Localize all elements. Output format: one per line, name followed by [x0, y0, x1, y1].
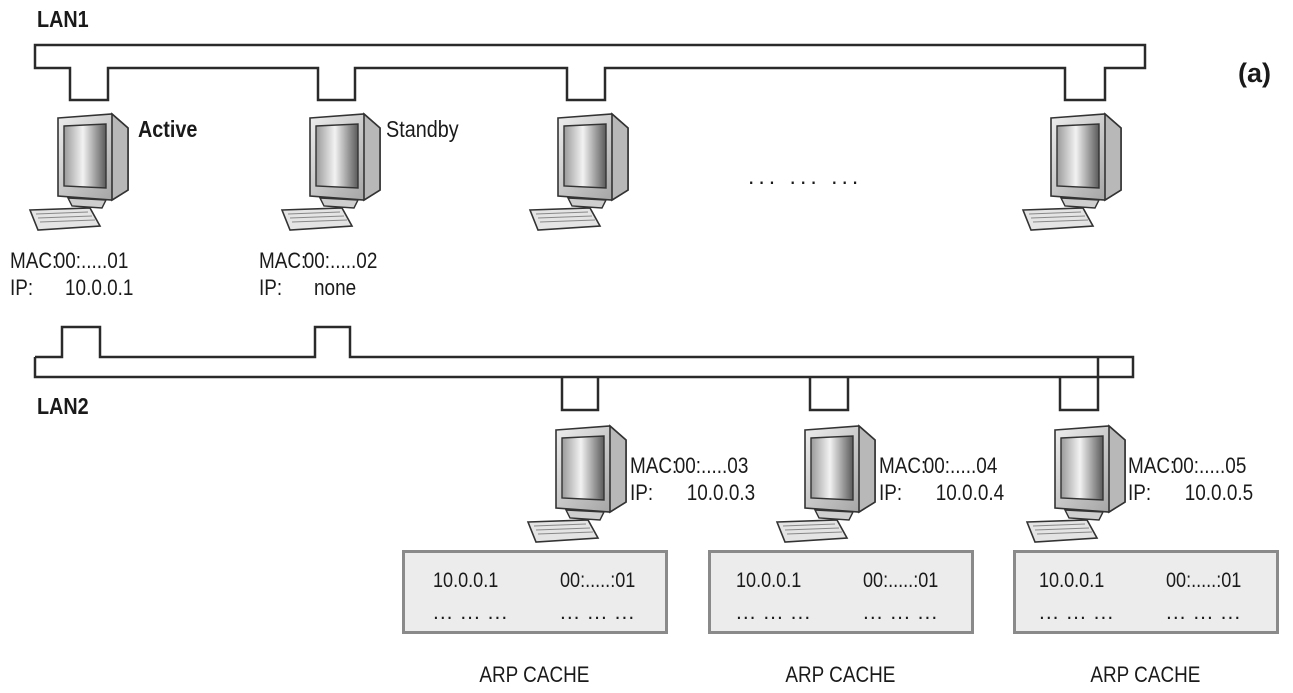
computer-icon — [1013, 112, 1133, 232]
arp-cache-caption: ARP CACHE — [726, 662, 955, 688]
arp-ip: 10.0.0.1 — [736, 569, 801, 593]
host-address-5: MAC:00:.....05 IP:10.0.0.5 — [1128, 452, 1253, 506]
panel-label: (a) — [1238, 60, 1271, 87]
host-address-standby: MAC:00:.....02 IP:none — [259, 247, 377, 301]
ip-key: IP: — [630, 479, 675, 506]
mac-key: MAC: — [630, 452, 675, 479]
arp-cache-caption: ARP CACHE — [1031, 662, 1260, 688]
arp-mac: 00:.....:01 — [1166, 569, 1241, 593]
computer-icon — [520, 112, 640, 232]
arp-cache-table: 10.0.0.1 00:.....:01 ... ... ... ... ...… — [1013, 550, 1279, 634]
arp-more-ip: ... ... ... — [1039, 601, 1114, 625]
host-address-4: MAC:00:.....04 IP:10.0.0.4 — [879, 452, 1004, 506]
arp-more-ip: ... ... ... — [736, 601, 811, 625]
arp-cache-table: 10.0.0.1 00:.....:01 ... ... ... ... ...… — [402, 550, 668, 634]
mac-value: 00:.....05 — [1173, 452, 1247, 479]
arp-more-ip: ... ... ... — [433, 601, 508, 625]
ip-value: none — [304, 274, 356, 301]
arp-more-mac: ... ... ... — [1166, 601, 1241, 625]
ip-key: IP: — [10, 274, 55, 301]
mac-value: 00:.....03 — [675, 452, 749, 479]
mac-key: MAC: — [1128, 452, 1173, 479]
arp-mac: 00:.....:01 — [560, 569, 635, 593]
computer-icon — [272, 112, 392, 232]
arp-ip: 10.0.0.1 — [433, 569, 498, 593]
ip-key: IP: — [879, 479, 924, 506]
standby-label: Standby — [386, 118, 459, 141]
mac-value: 00:.....01 — [55, 247, 129, 274]
arp-more-mac: ... ... ... — [560, 601, 635, 625]
computer-icon — [518, 424, 638, 544]
lan1-label: LAN1 — [37, 8, 89, 31]
computer-icon — [767, 424, 887, 544]
lan2-bus — [35, 327, 1133, 410]
active-label: Active — [138, 118, 197, 141]
ip-key: IP: — [259, 274, 304, 301]
ip-value: 10.0.0.1 — [55, 274, 134, 301]
lan2-label: LAN2 — [37, 395, 89, 418]
computer-icon — [20, 112, 140, 232]
mac-key: MAC: — [259, 247, 304, 274]
mac-value: 00:.....04 — [924, 452, 998, 479]
ip-value: 10.0.0.5 — [1173, 479, 1253, 506]
mac-key: MAC: — [879, 452, 924, 479]
arp-cache-caption: ARP CACHE — [420, 662, 649, 688]
mac-key: MAC: — [10, 247, 55, 274]
host-address-3: MAC:00:.....03 IP:10.0.0.3 — [630, 452, 755, 506]
host-address-active: MAC:00:.....01 IP:10.0.0.1 — [10, 247, 133, 301]
arp-more-mac: ... ... ... — [863, 601, 938, 625]
ip-value: 10.0.0.4 — [924, 479, 1004, 506]
more-hosts-ellipsis: ... ... ... — [748, 165, 862, 188]
ip-key: IP: — [1128, 479, 1173, 506]
arp-mac: 00:.....:01 — [863, 569, 938, 593]
ip-value: 10.0.0.3 — [675, 479, 755, 506]
arp-ip: 10.0.0.1 — [1039, 569, 1104, 593]
mac-value: 00:.....02 — [304, 247, 378, 274]
arp-cache-table: 10.0.0.1 00:.....:01 ... ... ... ... ...… — [708, 550, 974, 634]
computer-icon — [1017, 424, 1137, 544]
lan1-bus — [35, 45, 1145, 100]
